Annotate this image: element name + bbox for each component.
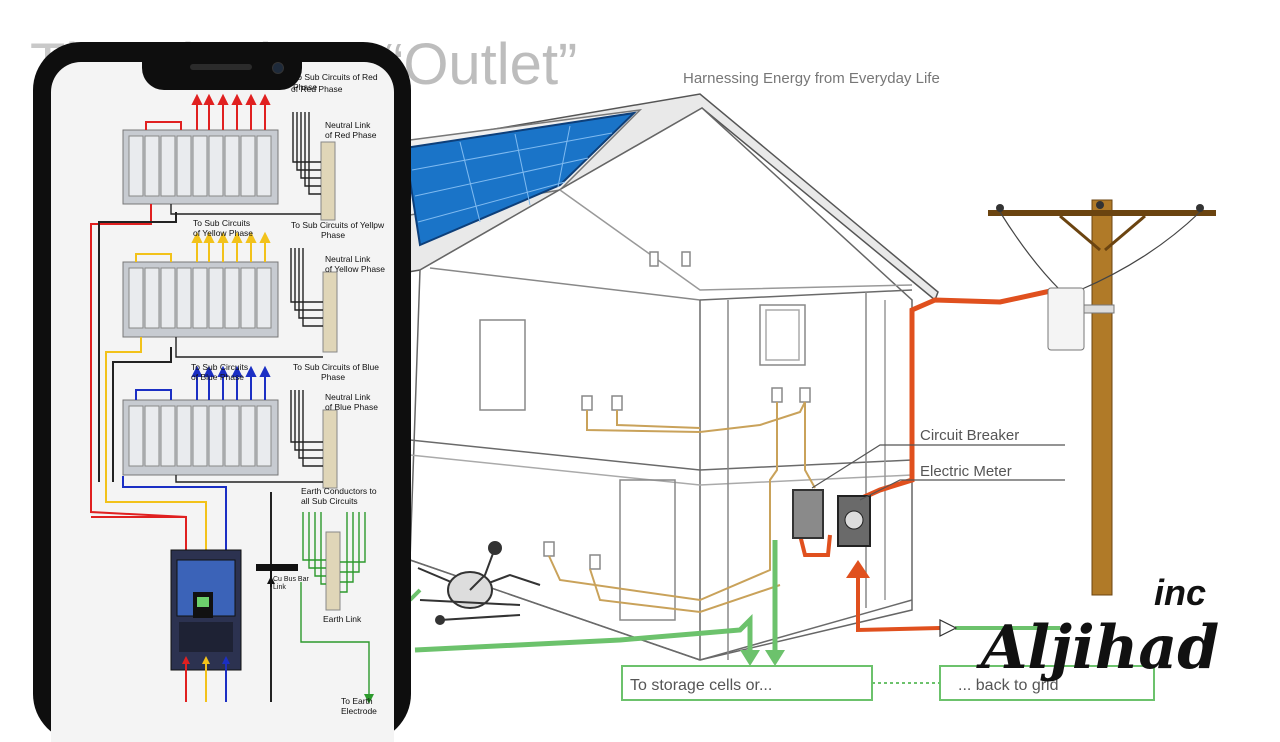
label-neutral-blue: Neutral Link bbox=[325, 392, 371, 402]
busbar-arrow bbox=[267, 576, 275, 584]
grid-box bbox=[939, 665, 1155, 701]
label-neutral-red: Neutral Link bbox=[325, 120, 371, 130]
label-blue-right-2: Phase bbox=[321, 372, 346, 382]
main-breaker bbox=[170, 549, 242, 671]
title-outlet: “Outlet” bbox=[384, 32, 577, 97]
scene-illustration: The Ideal “Outlet” Harnessing Energy fro… bbox=[30, 32, 1219, 701]
neutral-conductors bbox=[170, 112, 323, 483]
label-busbar: Cu Bus Bar bbox=[273, 576, 309, 583]
yellow-distribution-board bbox=[122, 261, 279, 338]
neutral-links bbox=[320, 141, 341, 611]
circuit-breaker-label: Circuit Breaker bbox=[920, 427, 1019, 444]
meter-dial bbox=[844, 510, 864, 530]
label-earth-link: Earth Link bbox=[323, 614, 362, 624]
label-earth-conductors-2: all Sub Circuits bbox=[301, 496, 358, 506]
label-earth-electrode: To Earth bbox=[341, 696, 373, 706]
label-yellow-left: To Sub Circuits bbox=[193, 218, 251, 228]
solar-panel bbox=[403, 111, 637, 247]
yellow-phase-arrows bbox=[191, 231, 271, 262]
breaker-box bbox=[792, 489, 824, 539]
label-red-subcircuits-2: of Red Phase bbox=[291, 84, 343, 94]
label-neutral-red-2: of Red Phase bbox=[325, 130, 377, 140]
phone-speaker bbox=[190, 64, 252, 70]
label-yellow-right-2: Phase bbox=[321, 230, 346, 240]
grid-label: ... back to grid bbox=[958, 677, 1059, 694]
label-yellow-right: To Sub Circuits of Yellpw bbox=[291, 220, 385, 230]
incoming-arrows bbox=[182, 656, 230, 702]
wiring-diagram bbox=[90, 93, 374, 704]
watermark-inc: inc bbox=[1154, 572, 1206, 613]
storage-label: To storage cells or... bbox=[630, 677, 772, 694]
label-blue-left: To Sub Circuits bbox=[191, 362, 249, 372]
utility-pole bbox=[988, 199, 1216, 596]
label-red-subcircuits: To Sub Circuits of Red Phase bbox=[293, 72, 378, 92]
label-leaders bbox=[811, 444, 1065, 501]
label-yellow-left-2: of Yellow Phase bbox=[193, 228, 254, 238]
phone-camera-icon bbox=[272, 62, 284, 74]
exercise-bike-drawing bbox=[417, 541, 541, 625]
earth-conductors bbox=[300, 512, 370, 702]
red-phase-arrows bbox=[191, 93, 271, 130]
storage-box bbox=[621, 665, 873, 701]
label-blue-right: To Sub Circuits of Blue bbox=[293, 362, 379, 372]
watermark-main: Aljihad bbox=[976, 613, 1219, 683]
label-neutral-yellow-2: of Yellow Phase bbox=[325, 264, 386, 274]
phone-screen: To Sub Circuits of Red Phase of Red Phas… bbox=[51, 62, 394, 742]
blue-distribution-board bbox=[122, 399, 279, 476]
label-busbar-2: Link bbox=[273, 584, 286, 591]
cu-busbar bbox=[256, 564, 298, 571]
electric-meter-label: Electric Meter bbox=[920, 463, 1012, 480]
label-earth-electrode-2: Electrode bbox=[341, 706, 377, 716]
red-distribution-board bbox=[122, 129, 279, 205]
title-tagline: Harnessing Energy from Everyday Life bbox=[683, 70, 940, 87]
label-earth-conductors: Earth Conductors to bbox=[301, 486, 377, 496]
label-blue-left-2: of Blue Phase bbox=[191, 372, 244, 382]
label-neutral-blue-2: of Blue Phase bbox=[325, 402, 378, 412]
label-neutral-yellow: Neutral Link bbox=[325, 254, 371, 264]
blue-phase-arrows bbox=[191, 365, 271, 400]
earth-electrode-arrow bbox=[364, 694, 374, 704]
